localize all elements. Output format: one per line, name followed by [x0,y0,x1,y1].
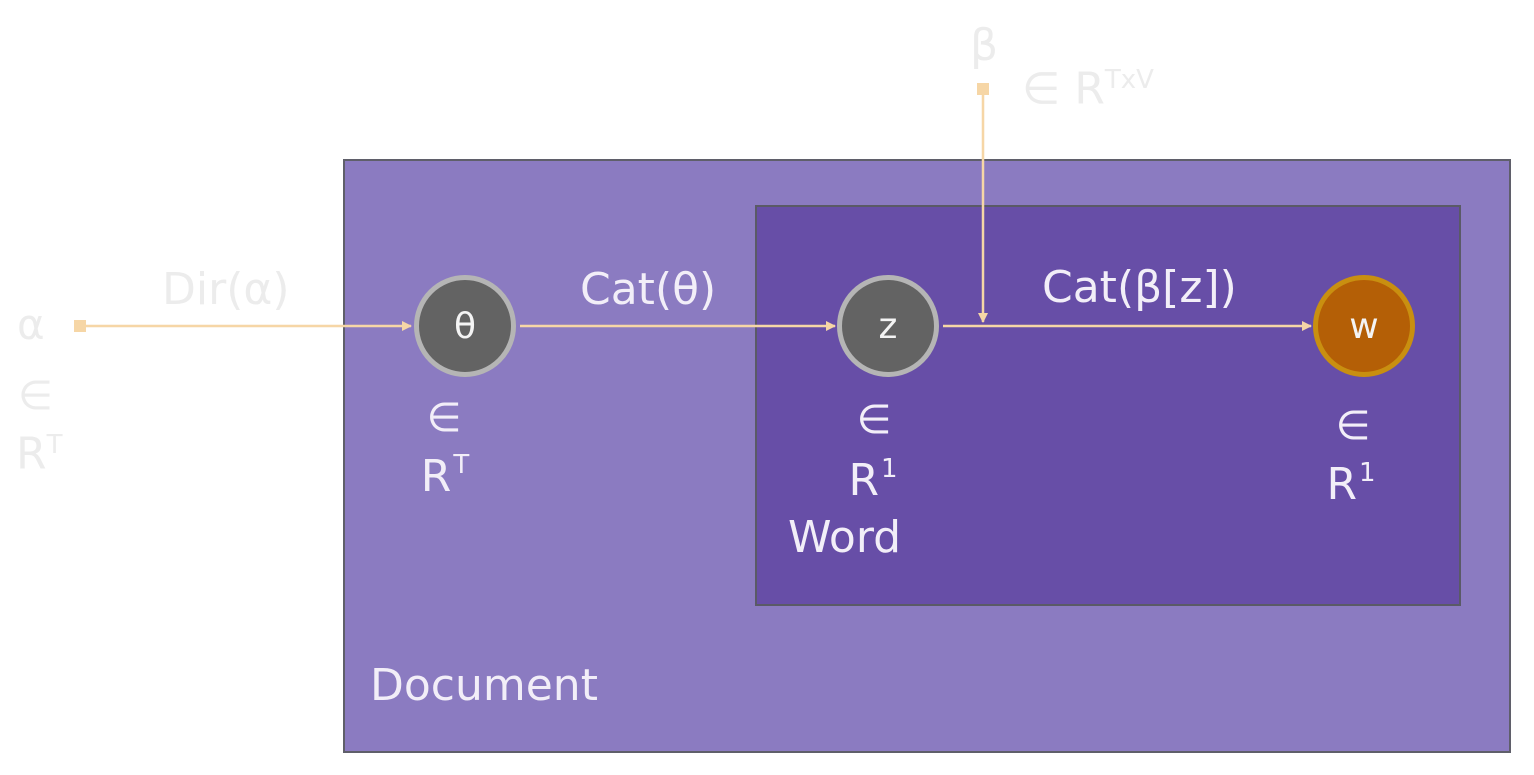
w-space-sup: 1 [1359,458,1376,488]
theta-space: RT [405,452,485,499]
alpha-space-base: R [16,428,47,480]
beta-space-base: R [1074,63,1105,115]
word-plate-label: Word [788,512,902,563]
w-symbol: w [1349,305,1379,347]
edge-label-cat-theta: Cat(θ) [580,264,717,315]
beta-space-sup: TxV [1104,65,1154,95]
theta-symbol: θ [453,305,477,347]
beta-symbol: β [970,20,999,71]
document-plate-label: Document [370,660,598,711]
edge-label-dir: Dir(α) [162,264,290,315]
z-space-base: R [848,455,880,506]
beta-elem: ∈ [1022,63,1061,115]
z-elem: ∈ [856,397,892,443]
alpha-handle [74,320,86,332]
word-plate [755,205,1461,606]
z-symbol: z [878,305,898,347]
beta-handle [977,83,989,95]
z-space: R1 [833,456,913,503]
w-space: R1 [1311,460,1391,507]
w-elem: ∈ [1335,403,1371,449]
beta-space: ∈ RTxV [1022,67,1154,112]
alpha-space: RT [16,432,62,477]
alpha-elem: ∈ [18,373,53,419]
alpha-symbol: α [17,300,45,349]
alpha-space-sup: T [46,430,63,460]
z-node: z [837,275,939,377]
edge-label-cat-beta: Cat(β[z]) [1042,262,1237,313]
theta-elem: ∈ [426,395,462,441]
theta-space-sup: T [453,450,470,480]
z-space-sup: 1 [881,454,898,484]
theta-space-base: R [420,451,452,502]
w-node: w [1313,275,1415,377]
theta-node: θ [414,275,516,377]
w-space-base: R [1326,459,1358,510]
